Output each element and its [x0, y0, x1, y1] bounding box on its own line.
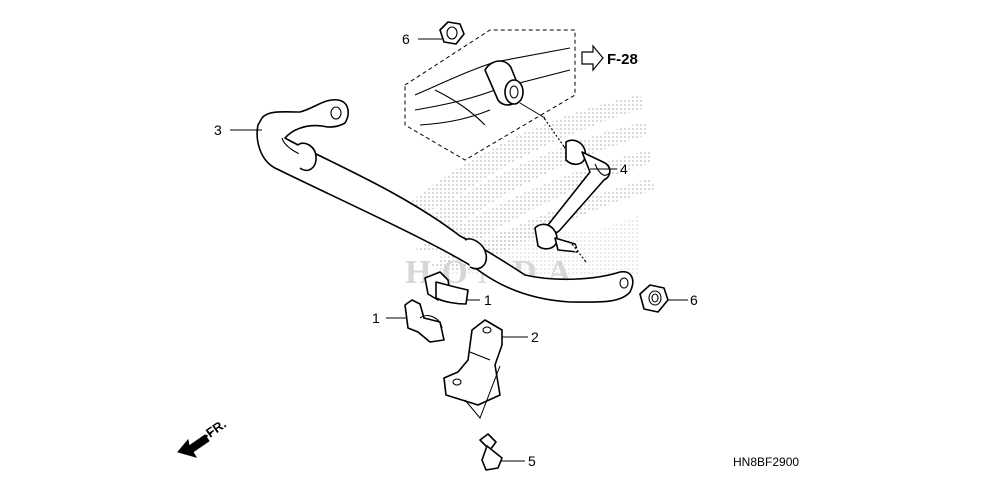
reference-label: F-28: [607, 51, 638, 68]
reference-arrow-f28: F-28: [581, 44, 638, 72]
callout-2: 2: [531, 329, 539, 345]
detail-reference-box: [404, 29, 576, 161]
stabilizer-bushing-upper: [424, 271, 469, 305]
leader-lines: [230, 38, 688, 462]
diagram-code: HN8BF2900: [733, 455, 799, 469]
flange-nut-right: [639, 284, 669, 313]
stabilizer-holder: [443, 319, 503, 406]
flange-bolt: [479, 433, 503, 471]
callout-3: 3: [214, 122, 222, 138]
stabilizer-bar: [256, 98, 634, 303]
callout-1-upper: 1: [484, 292, 492, 308]
flange-nut-top: [439, 21, 465, 45]
stabilizer-link: [534, 117, 611, 263]
stabilizer-bushing-lower: [404, 299, 445, 343]
front-direction-arrow: FR.: [177, 416, 229, 458]
callout-1-lower: 1: [372, 310, 380, 326]
callout-6-right: 6: [690, 292, 698, 308]
callout-6-top: 6: [402, 31, 410, 47]
callout-5: 5: [528, 453, 536, 469]
callout-4: 4: [620, 161, 628, 177]
